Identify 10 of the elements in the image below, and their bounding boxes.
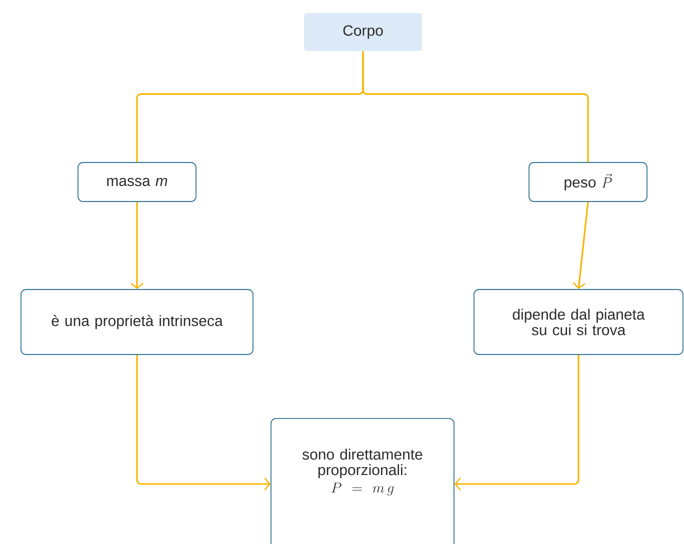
process-box: sono direttamente proporzionali: $P = m\,g$ — [270, 418, 454, 544]
process-box: dipende dal pianeta su cui si trova — [474, 289, 684, 355]
process-box: massa m — [78, 162, 196, 202]
arrow — [130, 202, 144, 290]
process-box: è una proprietà intrinseca — [20, 289, 254, 355]
arrow — [572, 202, 589, 290]
title-box: Corpo — [304, 13, 422, 51]
arrow — [136, 354, 271, 490]
process-box: peso $\vec{P}$ — [528, 162, 648, 202]
arrow — [454, 354, 580, 490]
